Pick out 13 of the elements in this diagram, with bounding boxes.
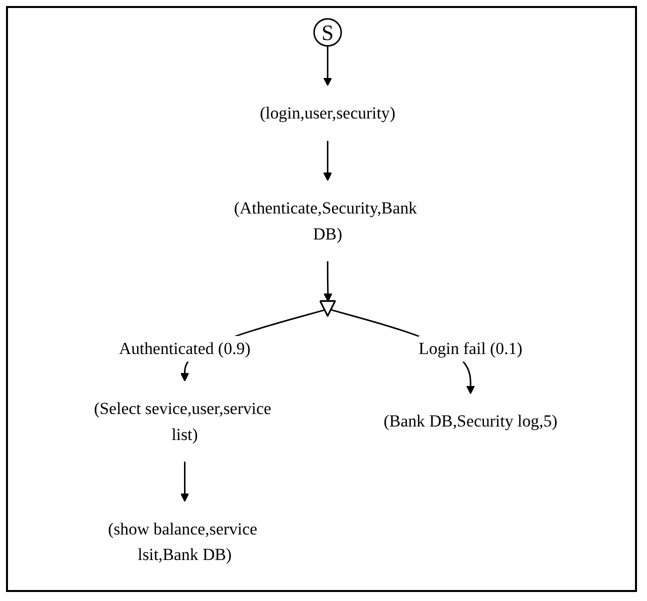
- diagram-frame: Authenticated (0.9) Login fail (0.1) S (login,user,security) (Athenticate,Security,Bank DB) (Select sevice,user,service list) (Bank DB,Security log,5) (show balance,service lsit,Bank DB): [6, 6, 637, 592]
- edge-label: Login fail (0.1): [418, 338, 523, 358]
- node-text: (login,user,security): [260, 104, 396, 123]
- edge-label: Authenticated (0.9): [119, 338, 251, 358]
- arrow: [323, 140, 332, 182]
- node-text: (Athenticate,Security,Bank DB): [234, 198, 418, 243]
- arrow: [323, 46, 332, 86]
- node-text: (show balance,service lsit,Bank DB): [108, 519, 258, 564]
- node-text: (Bank DB,Security log,5): [384, 412, 558, 431]
- node-text: (Select sevice,user,service list): [94, 399, 272, 444]
- arrow: [180, 462, 190, 502]
- arrow: [324, 261, 332, 302]
- node-circle: [313, 18, 342, 47]
